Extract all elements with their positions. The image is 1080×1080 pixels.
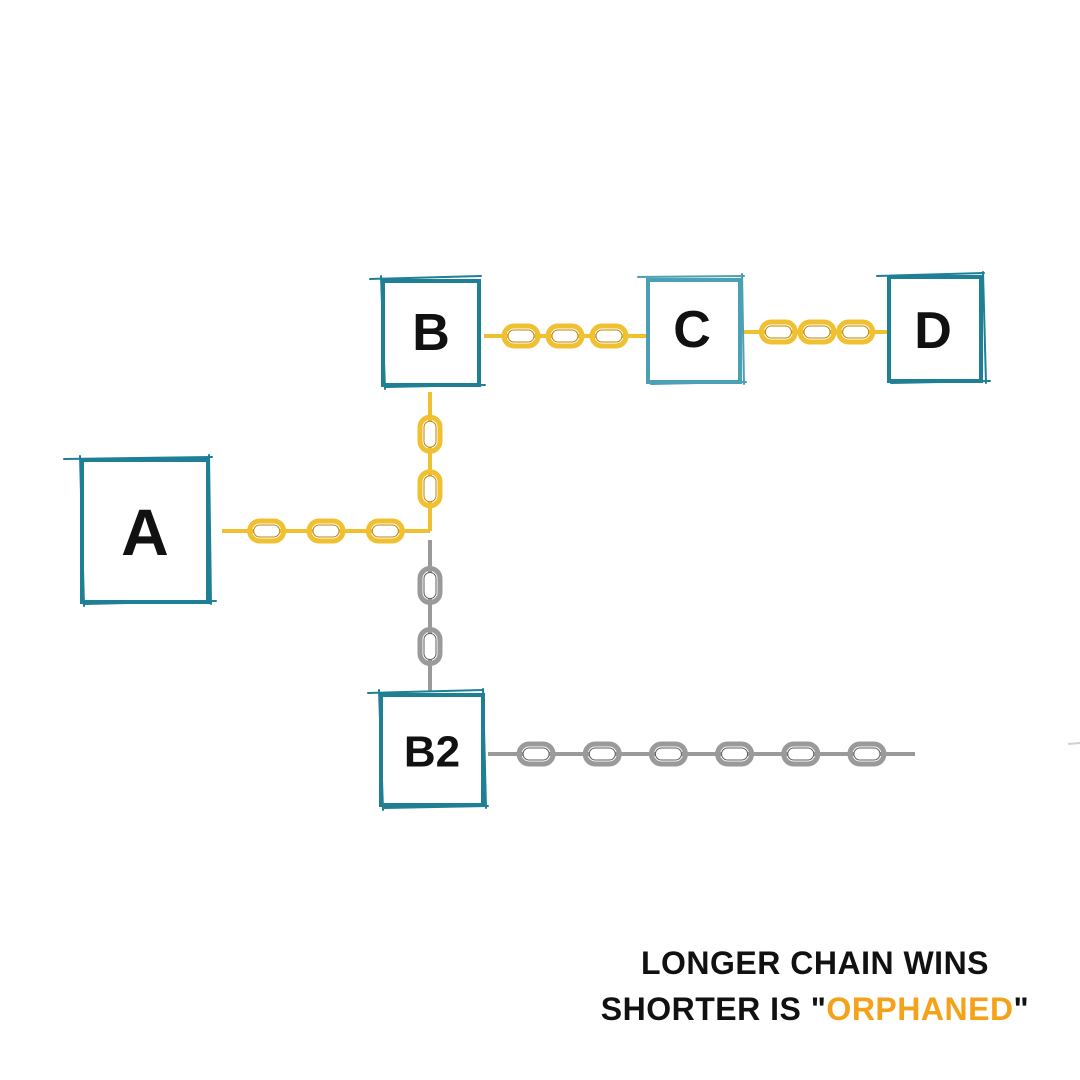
chain-link [417, 469, 443, 509]
block-c-sketch-line [637, 275, 745, 278]
chain-link-inner [595, 329, 623, 343]
chain-link-inner [551, 329, 579, 343]
chain-link [365, 518, 405, 544]
block-b2-sketch-line [383, 805, 489, 809]
chain-link-inner [588, 747, 616, 761]
caption-line-2-prefix: SHORTER IS " [600, 991, 827, 1027]
block-c-sketch-line [650, 381, 747, 385]
block-d: D [876, 271, 991, 384]
chain-link [417, 566, 443, 605]
block-a-sketch-line [63, 456, 213, 460]
block-a-label: A [121, 495, 169, 569]
block-a: A [63, 454, 217, 607]
chain-link [247, 518, 287, 544]
block-b-label: B [412, 304, 450, 362]
caption-line-2: SHORTER IS "ORPHANED" [560, 986, 1070, 1032]
block-b: B [369, 275, 486, 390]
caption-line-1: LONGER CHAIN WINS [640, 945, 990, 981]
chain-link [836, 319, 876, 345]
chain-c-to-d [744, 319, 890, 345]
chain-link-inner [721, 747, 749, 761]
chain-b-to-c [484, 323, 646, 349]
block-b2-sketch-line [378, 689, 384, 811]
chain-link-inner [787, 747, 815, 761]
chain-links [222, 319, 915, 767]
chain-link [417, 414, 443, 454]
block-d-label: D [914, 302, 952, 360]
block-b-sketch-line [385, 384, 486, 388]
block-a-sketch-line [84, 600, 217, 605]
chain-link-inner [853, 747, 881, 761]
chain-link-inner [423, 420, 437, 448]
chain-link-inner [842, 325, 870, 339]
chain-link [781, 741, 821, 767]
chain-link [847, 741, 887, 767]
block-c-sketch-line [741, 273, 745, 385]
chain-link-inner [253, 524, 281, 538]
chain-link [758, 319, 798, 345]
block-a-box [80, 458, 210, 604]
chain-link [417, 627, 443, 666]
block-b2-label: B2 [404, 728, 460, 777]
caption-line-2-suffix: " [1013, 991, 1030, 1027]
chain-fork-to-b2 [417, 540, 443, 692]
block-b2-sketch-line [367, 689, 484, 694]
chain-link [797, 319, 837, 345]
block-c-box [646, 278, 742, 384]
block-a-sketch-line [208, 454, 212, 605]
chain-a-to-fork [222, 518, 430, 544]
block-b2-box [379, 693, 485, 807]
chain-link-inner [522, 747, 550, 761]
chain-link [589, 323, 629, 349]
chain-link-inner [764, 325, 792, 339]
block-c-label: C [673, 301, 711, 359]
chain-link [648, 741, 688, 767]
chain-link [306, 518, 346, 544]
chain-link-inner [423, 572, 437, 599]
chain-link-inner [507, 329, 535, 343]
chain-link [516, 741, 556, 767]
caption: LONGER CHAIN WINS SHORTER IS "ORPHANED" [560, 940, 1070, 1032]
block-b2-sketch-line [482, 688, 487, 809]
chain-link [582, 741, 622, 767]
chain-link-inner [423, 475, 437, 503]
chain-link-inner [803, 325, 831, 339]
block-d-sketch-line [876, 272, 985, 277]
caption-highlight-orphaned: ORPHANED [826, 991, 1014, 1027]
chain-link [501, 323, 541, 349]
block-d-box [887, 275, 983, 383]
stray-mark [1067, 742, 1080, 745]
chain-link-inner [423, 633, 437, 660]
chain-link [715, 741, 755, 767]
chain-link-inner [654, 747, 682, 761]
block-d-sketch-line [890, 380, 991, 384]
chain-link-inner [312, 524, 340, 538]
block-b2: B2 [367, 688, 489, 811]
chain-fork-to-b [417, 392, 443, 531]
chain-link [545, 323, 585, 349]
chain-link-inner [371, 524, 399, 538]
block-d-sketch-line [982, 271, 987, 384]
block-b-sketch-line [380, 275, 386, 390]
block-a-sketch-line [79, 455, 85, 607]
block-c: C [637, 273, 747, 385]
chain-b2-onward [488, 741, 915, 767]
block-b-sketch-line [369, 275, 482, 280]
